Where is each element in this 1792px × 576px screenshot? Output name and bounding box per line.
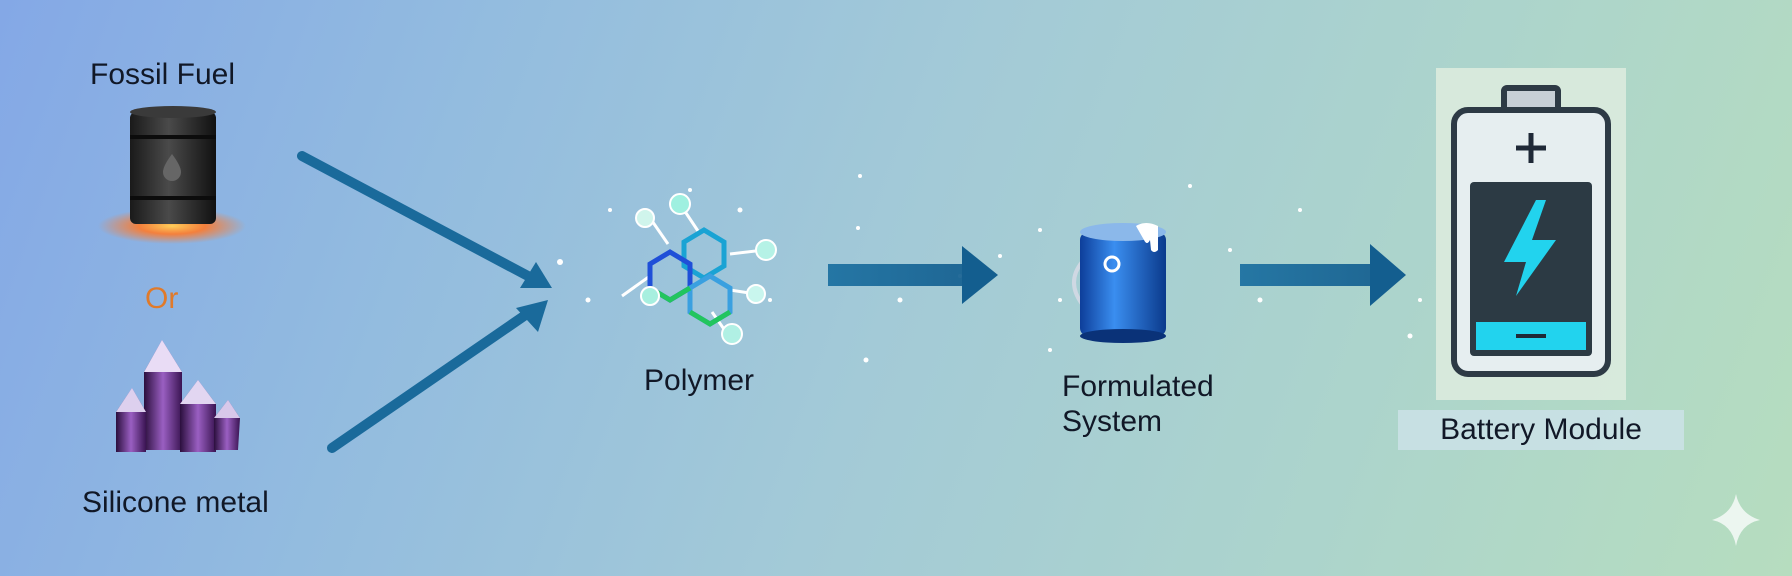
formulated-system-label: Formulated System [1062, 370, 1214, 438]
or-label: Or [145, 282, 179, 315]
molecule-icon [621, 193, 777, 345]
battery-icon [1451, 85, 1611, 377]
fossil-fuel-label: Fossil Fuel [90, 58, 236, 91]
oil-barrel-icon [98, 106, 246, 244]
sparkle-icon [1712, 494, 1760, 546]
silicone-metal-label: Silicone metal [82, 486, 269, 519]
polymer-label: Polymer [644, 364, 755, 397]
flow-arrow-2 [1240, 244, 1406, 306]
battery-module-label: Battery Module [1398, 410, 1684, 450]
flow-arrow-1 [828, 246, 998, 304]
paint-can-icon [1072, 223, 1166, 343]
crystal-icon [116, 340, 240, 452]
converging-arrows [297, 151, 552, 453]
